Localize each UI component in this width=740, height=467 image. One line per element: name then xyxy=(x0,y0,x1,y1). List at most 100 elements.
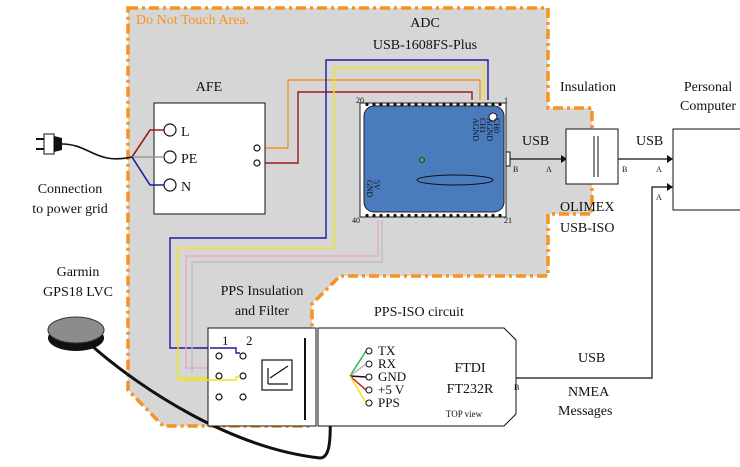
adc-led xyxy=(419,157,425,163)
adc-header-pin xyxy=(484,102,488,107)
power-label-2: to power grid xyxy=(32,202,107,217)
adc-header-pin xyxy=(407,213,411,218)
adc-header-pin xyxy=(414,213,418,218)
afe-terminal-l: L xyxy=(181,125,190,140)
wire-white xyxy=(191,220,383,372)
gps-color-wires xyxy=(349,350,367,404)
adc-header-pin xyxy=(386,213,390,218)
pc-title-2: Computer xyxy=(680,99,736,114)
pps-filter-title-1: PPS Insulation xyxy=(221,284,304,299)
adc-header-pin xyxy=(498,102,502,107)
usb-iso-label: USB xyxy=(636,134,663,149)
adc-header-pin xyxy=(386,102,390,107)
olimex-usb-iso xyxy=(565,128,619,185)
pps-iso-pin-pps: PPS xyxy=(378,395,400,410)
adc-header-pin xyxy=(393,102,397,107)
adc-header-pin xyxy=(428,213,432,218)
power-label-1: Connection xyxy=(38,182,103,197)
pps-iso-pin-circles xyxy=(365,347,373,407)
pps-iso-pin-5v: +5 V xyxy=(378,382,405,397)
usb-adc-arrow xyxy=(561,155,567,163)
adc-5v-label: 5V xyxy=(372,180,381,190)
adc-header-pin xyxy=(456,213,460,218)
pps-iso-pin-tx: TX xyxy=(378,343,396,358)
insulation-port-a: A xyxy=(546,165,552,174)
adc-header-pin xyxy=(484,213,488,218)
gps-label-2: GPS18 LVC xyxy=(43,285,113,300)
adc-header-pin xyxy=(463,102,467,107)
adc-header-pin xyxy=(456,102,460,107)
insulation-port-b: B xyxy=(622,165,627,174)
gps-cable xyxy=(91,344,332,460)
pps-iso-pin-rx: RX xyxy=(378,356,397,371)
nmea-label-1: NMEA xyxy=(568,385,610,400)
adc-header-pin xyxy=(365,213,369,218)
adc-header-pin xyxy=(407,102,411,107)
pc-title-1: Personal xyxy=(684,80,732,95)
adc-usb-port-label: B xyxy=(513,165,518,174)
adc-pin-1: 1 xyxy=(504,96,508,105)
usb-nmea-arrow xyxy=(667,183,673,191)
adc-header-pin xyxy=(498,213,502,218)
pps-iso-title: PPS-ISO circuit xyxy=(374,305,464,320)
adc-header-pin xyxy=(421,213,425,218)
adc-usb-port xyxy=(505,151,511,167)
pps-filter-col-1: 1 xyxy=(222,333,229,348)
adc-header-pin xyxy=(400,213,404,218)
pps-iso-pin-gnd: GND xyxy=(378,369,406,384)
adc-header-pin xyxy=(449,102,453,107)
nmea-label-2: Messages xyxy=(558,404,612,419)
adc-pin-40: 40 xyxy=(352,216,360,225)
adc-header-pin xyxy=(400,102,404,107)
adc-header-pin xyxy=(491,102,495,107)
adc-header-pin xyxy=(442,213,446,218)
olimex-label: OLIMEX xyxy=(560,200,614,215)
adc-board: 20 1 40 21 CH0 AGND CH1 AGND 5V GND B xyxy=(352,96,518,225)
power-plug-icon xyxy=(36,133,62,155)
usb-bottom-label: USB xyxy=(578,351,605,366)
adc-wires xyxy=(169,59,489,379)
adc-pin-21: 21 xyxy=(504,216,512,225)
wire-blue-top xyxy=(169,59,489,349)
adc-header-pin xyxy=(379,102,383,107)
adc-header-pin xyxy=(428,102,432,107)
filter-symbol-icon xyxy=(261,359,293,391)
adc-header-pin xyxy=(393,213,397,218)
adc-gnd-label: GND xyxy=(365,180,374,198)
zone-label: Do Not Touch Area. xyxy=(136,13,249,28)
adc-header-pin xyxy=(477,213,481,218)
adc-screw xyxy=(488,112,498,122)
ft232r-label: FT232R xyxy=(447,382,494,397)
adc-header-pin xyxy=(470,102,474,107)
afe-terminal-n: N xyxy=(181,180,191,195)
adc-header-pin xyxy=(372,102,376,107)
adc-header-pin xyxy=(365,102,369,107)
usb-adc-label: USB xyxy=(522,134,549,149)
adc-header-pin xyxy=(435,213,439,218)
adc-header-pin xyxy=(463,213,467,218)
pc-port-a2: A xyxy=(656,193,662,202)
pps-filter-col-2: 2 xyxy=(246,333,253,348)
pps-filter-wires xyxy=(178,347,240,381)
personal-computer xyxy=(672,128,740,211)
afe-terminal-pe: PE xyxy=(181,152,197,167)
afe-block xyxy=(153,102,266,215)
adc-ch1-label: CH1 xyxy=(478,118,487,133)
pc-port-a1: A xyxy=(656,165,662,174)
adc-header-pin xyxy=(414,102,418,107)
wire-yellow-top xyxy=(177,67,485,379)
adc-agnd-label-1: AGND xyxy=(485,118,494,141)
adc-header-pin xyxy=(379,213,383,218)
usb-iso-arrow xyxy=(667,155,673,163)
adc-header-pin xyxy=(449,213,453,218)
wire-orange xyxy=(262,79,481,149)
adc-label-oval xyxy=(416,174,494,186)
insulation-title: Insulation xyxy=(560,80,616,95)
adc-header-pin xyxy=(435,102,439,107)
power-cord xyxy=(61,129,164,186)
wire-darkred xyxy=(262,91,473,164)
ftdi-port-b: B xyxy=(514,383,519,392)
adc-header-pin xyxy=(372,213,376,218)
ftdi-label: FTDI xyxy=(454,361,485,376)
